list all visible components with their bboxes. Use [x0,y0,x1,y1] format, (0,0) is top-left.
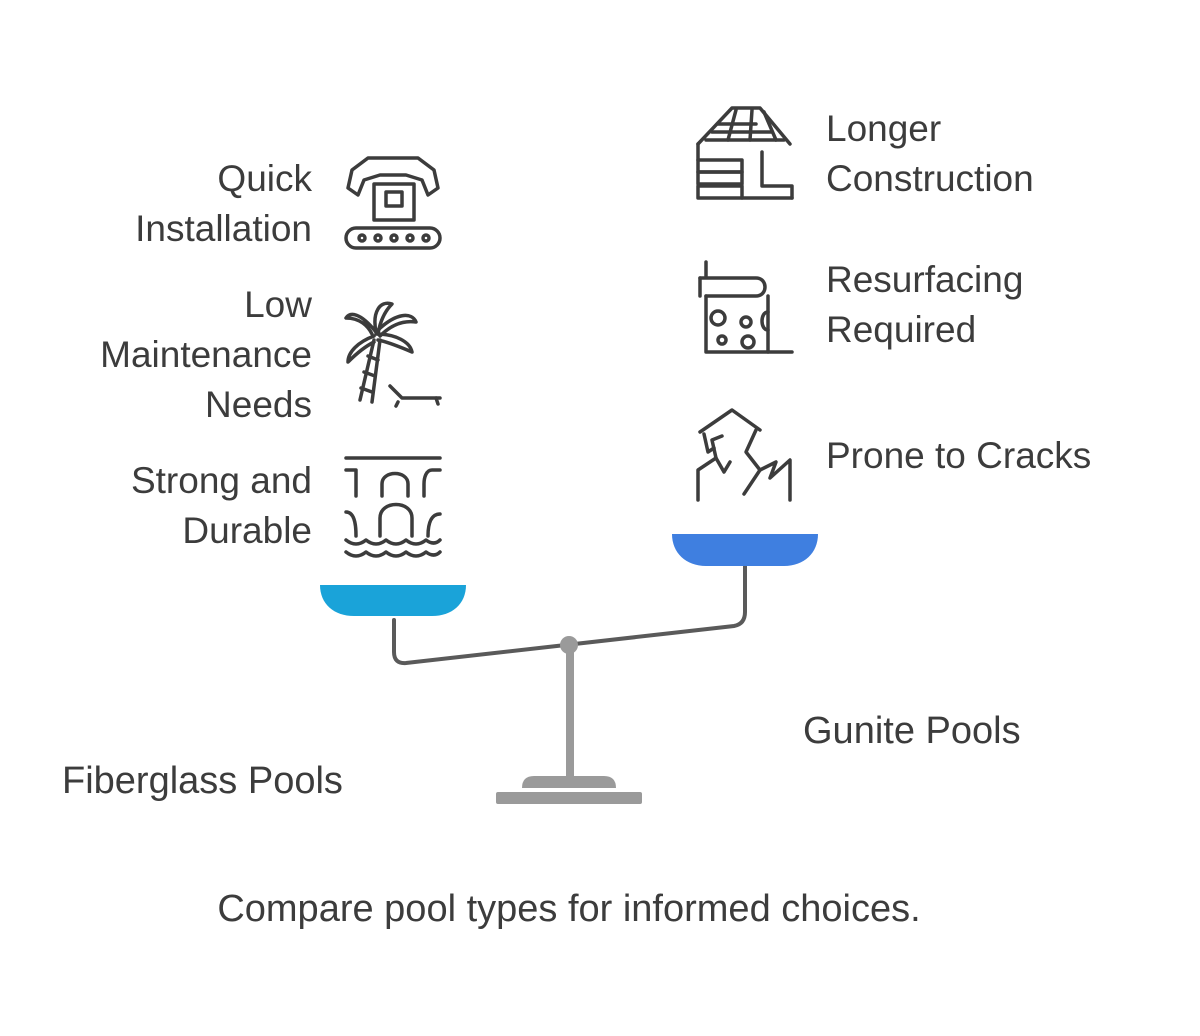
balance-scale [320,534,818,804]
house-construction-icon [696,106,794,200]
gunite-pools-title: Gunite Pools [803,710,1021,752]
label-prone-to-cracks: Prone to Cracks [826,435,1092,476]
label-strong-durable: Strong and Durable [130,460,312,551]
label-low-maintenance: Low Maintenance Needs [100,284,312,425]
conveyor-robot-arm-icon [344,156,442,250]
label-resurfacing-required: Resurfacing Required [826,259,1024,350]
left-pan [320,585,466,616]
label-quick-installation: Quick Installation [135,158,312,249]
scale-pivot [560,636,578,654]
label-longer-construction: Longer Construction [826,108,1034,199]
cracked-house-icon [696,408,792,502]
peeling-wall-icon [698,260,794,354]
caption: Compare pool types for informed choices. [217,888,921,930]
fiberglass-pools-title: Fiberglass Pools [62,760,343,802]
scale-base [496,792,642,804]
stone-bridge-icon [344,456,442,558]
scale-base-top [522,776,616,788]
scale-pole [566,646,574,776]
right-pan [672,534,818,566]
palm-tree-lounger-icon [344,301,442,408]
